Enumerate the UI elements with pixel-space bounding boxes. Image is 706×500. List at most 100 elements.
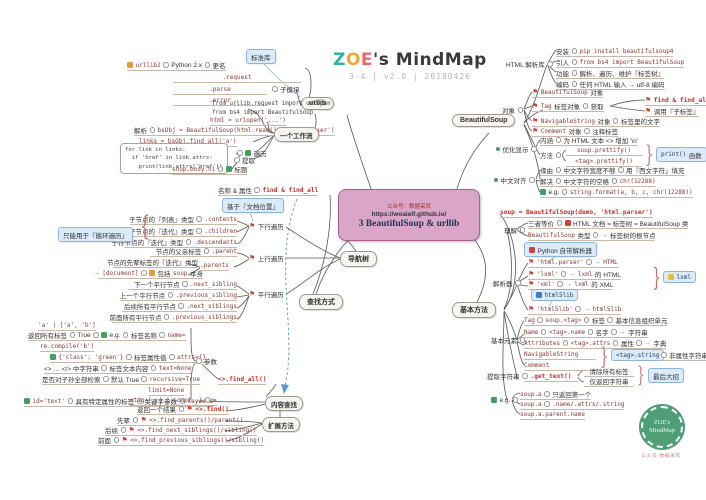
- label-siblings[interactable]: ⚑平行遍历: [249, 290, 284, 300]
- row-elem-comment[interactable]: Comment: [524, 361, 596, 371]
- row-cn-eg[interactable]: e.g.string.format(a, b, c, chr(12288)): [540, 188, 693, 198]
- row-nextsib[interactable]: 下一个平行节点.next_sibling: [128, 280, 237, 290]
- label-parsers[interactable]: 解析器: [493, 279, 521, 288]
- row-urlopen[interactable]: html = urlopen('...'): [210, 116, 286, 126]
- row-soup-demo[interactable]: soup = BeautifulSoup(demo, 'html.parser'…: [500, 208, 653, 218]
- row-parent[interactable]: 节点的父亲标签.parent: [150, 247, 237, 257]
- node-navtree[interactable]: 导航树: [340, 251, 377, 267]
- label-eg-bm[interactable]: e.g.: [491, 396, 519, 405]
- label-extract[interactable]: 提取: [234, 156, 255, 165]
- callout-loop-only[interactable]: 只能用于『循环遍历』: [58, 227, 133, 242]
- row-find[interactable]: 返回一个结果⚑<>.find(): [137, 405, 229, 415]
- row-find-nextsibs[interactable]: 后续⚑<>.find_next_siblings()/sibling(): [105, 426, 257, 436]
- row-prevsibs[interactable]: 前面所有平行节点.previous_siblings: [109, 313, 237, 323]
- row-prevsib[interactable]: 上一个平行节点.previous_sibling: [120, 291, 237, 301]
- label-objects[interactable]: 对象: [502, 106, 523, 115]
- row-find-prevsibs[interactable]: 前面⚑<>.find_previous_siblings()/sibling(): [98, 436, 264, 446]
- node-workflow[interactable]: 一个工作流: [274, 127, 319, 142]
- row-find-parents[interactable]: 先辈⚑<>.find_parents()/parent(): [117, 416, 244, 426]
- box-tagstring[interactable]: <tag>.string: [611, 349, 665, 361]
- label-gettext[interactable]: 提取字符串: [487, 372, 528, 381]
- row-ancestors[interactable]: 节点的先辈标签的『迭代』类型: [107, 258, 198, 268]
- label-prettify[interactable]: 优化显示: [496, 145, 537, 154]
- block-forloop[interactable]: for link in links: if 'href' in link.att…: [120, 143, 228, 175]
- row-parse[interactable]: .parse: [173, 85, 267, 95]
- row-nextsibs[interactable]: 后续所有平行节点.next_siblings: [122, 302, 237, 312]
- row-children[interactable]: 子节点的『迭代』类型.children: [129, 227, 237, 237]
- row-descendants[interactable]: 子孙节点的『迭代』类型.descendants: [112, 238, 237, 248]
- row-parents[interactable]: .parents: [200, 261, 229, 271]
- label-cn-align[interactable]: 中文对齐: [494, 176, 535, 185]
- row-arg0[interactable]: 'a' | ['a', 'b']: [38, 321, 96, 331]
- row-parser-html5lib[interactable]: ⚑'html5lib'→html5lib: [528, 305, 622, 315]
- row-arg-limit[interactable]: limit=None: [148, 386, 185, 396]
- row-elem-navstr[interactable]: NavigableString: [524, 350, 596, 360]
- row-gettext-b[interactable]: 仅返回字符串: [584, 377, 634, 387]
- row-gettext[interactable]: .get_text(): [524, 372, 578, 382]
- row-contents[interactable]: 子节点的『列表』类型.contents: [129, 215, 237, 225]
- block-imports[interactable]: from urllib.request import urlopen from …: [212, 101, 331, 116]
- node-content-search[interactable]: 内容查找: [265, 396, 303, 411]
- row-arg-re[interactable]: re.compile('b'): [40, 342, 95, 352]
- row-nonattr[interactable]: 非属性字符串: [661, 351, 706, 361]
- node-urllib[interactable]: urllib: [301, 97, 335, 110]
- label-traverse[interactable]: 遍历: [237, 149, 267, 158]
- box-trick[interactable]: 最后大招: [648, 368, 684, 383]
- label-elements[interactable]: 基本元素: [491, 336, 525, 345]
- row-encoding[interactable]: 编码任何 HTML 输入 → utf-8 编码: [556, 80, 665, 90]
- row-eg2[interactable]: soup.a.name/.attrs/.string: [520, 400, 625, 410]
- row-findall-main[interactable]: <>.find_all(): [218, 375, 267, 385]
- label-submodule[interactable]: 子模块: [272, 85, 300, 94]
- row-error[interactable]: .error: [173, 96, 267, 106]
- callout-stdlib[interactable]: 标准库: [246, 49, 276, 64]
- box-lxml[interactable]: lxml: [663, 271, 696, 283]
- callout-py-parser[interactable]: Python 自带解析器: [524, 242, 598, 257]
- label-understand[interactable]: 理解: [504, 226, 525, 235]
- label-up[interactable]: ⚑上行遍历: [249, 254, 284, 264]
- row-eg3[interactable]: soup.a.parent.name: [520, 410, 586, 420]
- center-topic[interactable]: 公众号：数据采风 https://woaielf.github.io/ 3 Be…: [338, 189, 480, 241]
- label-method[interactable]: 方法: [540, 151, 561, 160]
- label-params[interactable]: 参数: [196, 357, 217, 366]
- box-print[interactable]: print()函数: [656, 147, 706, 162]
- row-cn-reason[interactable]: 缘由中文字符宽度不够用『西文字符』填充: [540, 166, 685, 176]
- row-parser-html[interactable]: ⚑'html.parser'→HTML: [528, 258, 618, 268]
- callout-docpos[interactable]: 基于『文档位置』: [222, 198, 284, 213]
- row-function[interactable]: 功能解析、遍历、维护『标签树』: [556, 69, 664, 79]
- row-obj-findall[interactable]: ⚑find & find_all: [645, 96, 706, 106]
- row-prettify1[interactable]: soup.prettify(): [566, 146, 642, 156]
- row-shorthand[interactable]: <tag>(..) | soup(..)=: [130, 396, 217, 406]
- row-request[interactable]: .request: [173, 73, 301, 83]
- box-html5lib[interactable]: html5lib: [531, 289, 579, 301]
- row-obj-call[interactable]: ⚑调用『子标签』: [645, 107, 700, 117]
- label-down[interactable]: ⚑下行遍历: [249, 222, 284, 232]
- node-search[interactable]: 查找方式: [299, 294, 343, 310]
- label-htmllib[interactable]: HTML 解析库: [506, 60, 553, 69]
- row-prettify2[interactable]: <tag>.prettify(): [566, 157, 642, 167]
- node-extend[interactable]: 扩展方法: [262, 417, 300, 432]
- node-basic-methods[interactable]: 基本方法: [452, 302, 496, 318]
